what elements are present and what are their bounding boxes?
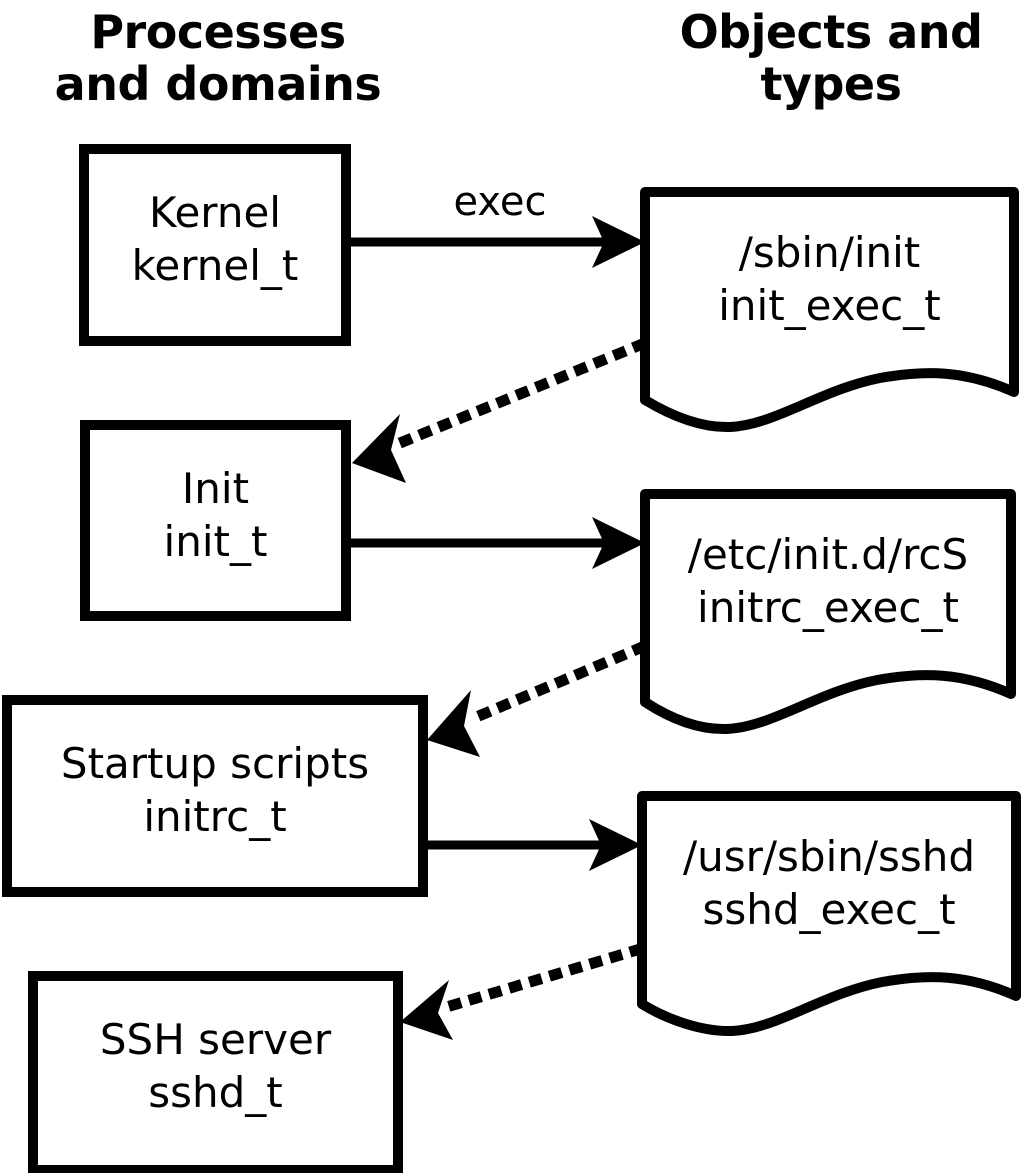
process-label-kernel-line2: kernel_t <box>131 241 299 290</box>
process-label-kernel: Kernel kernel_t <box>84 186 346 292</box>
object-label-sbin-init: /sbin/init init_exec_t <box>645 226 1014 332</box>
object-label-usr-sshd: /usr/sbin/sshd sshd_exec_t <box>642 830 1016 936</box>
object-label-sbin-init-line1: /sbin/init <box>738 228 921 277</box>
object-label-etc-rcs: /etc/init.d/rcS initrc_exec_t <box>645 528 1011 634</box>
process-box-initrc[interactable] <box>2 695 428 897</box>
process-label-sshd: SSH server sshd_t <box>33 1013 398 1119</box>
process-label-init: Init init_t <box>85 462 346 568</box>
column-title-processes: Processes and domains <box>40 6 396 110</box>
process-label-initrc: Startup scripts initrc_t <box>7 737 423 843</box>
arrowhead-initrc-exec-sshd <box>589 819 642 871</box>
column-title-processes-line2: and domains <box>54 57 382 111</box>
column-title-objects-line1: Objects and <box>679 5 983 59</box>
process-box-kernel[interactable] <box>79 144 351 346</box>
edge-label-exec: exec <box>453 179 547 225</box>
process-label-initrc-line1: Startup scripts <box>60 739 370 788</box>
object-label-sbin-init-line2: init_exec_t <box>718 281 941 330</box>
process-label-init-line1: Init <box>181 464 250 513</box>
object-doc-etc-rcs[interactable] <box>640 489 1016 735</box>
process-box-sshd[interactable] <box>28 971 403 1173</box>
connector-rcsexec-transition-initrc <box>466 640 648 726</box>
object-doc-sbin-init[interactable] <box>640 187 1019 433</box>
process-label-init-line2: init_t <box>163 517 268 566</box>
connector-initexec-transition-init <box>392 337 648 451</box>
object-doc-usr-sshd[interactable] <box>637 791 1021 1037</box>
object-label-etc-rcs-line2: initrc_exec_t <box>697 583 959 632</box>
arrowhead-kernel-exec-init <box>592 216 645 268</box>
column-title-objects-line2: types <box>760 57 902 111</box>
column-title-objects: Objects and types <box>645 6 1017 110</box>
object-label-usr-sshd-line1: /usr/sbin/sshd <box>682 832 976 881</box>
object-label-etc-rcs-line1: /etc/init.d/rcS <box>687 530 969 579</box>
process-label-sshd-line2: sshd_t <box>148 1068 283 1117</box>
process-label-kernel-line1: Kernel <box>149 188 281 237</box>
arrowhead-initexec-transition-init <box>352 414 406 483</box>
process-label-sshd-line1: SSH server <box>99 1015 332 1064</box>
arrowhead-rcsexec-transition-initrc <box>427 690 480 757</box>
column-title-processes-line1: Processes <box>90 5 346 59</box>
process-label-initrc-line2: initrc_t <box>143 792 287 841</box>
arrowhead-init-exec-rcs <box>592 517 645 569</box>
arrowhead-sshdexec-transition-sshd <box>400 980 453 1040</box>
object-label-usr-sshd-line2: sshd_exec_t <box>702 885 956 934</box>
connector-sshdexec-transition-sshd <box>443 943 644 1013</box>
process-box-init[interactable] <box>80 420 351 621</box>
